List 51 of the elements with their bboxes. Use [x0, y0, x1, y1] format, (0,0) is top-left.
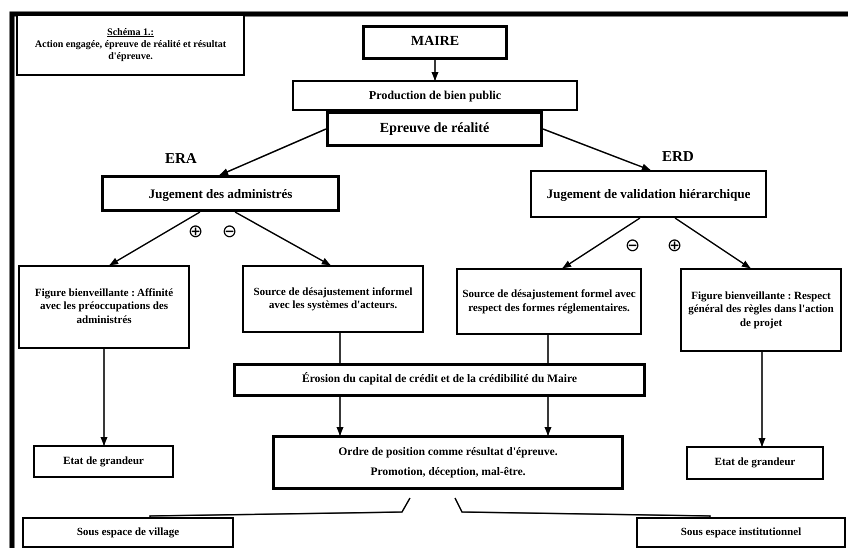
box-text: Etat de grandeur — [714, 456, 796, 470]
arrow — [336, 397, 344, 436]
process-box — [636, 517, 846, 548]
process-box — [272, 435, 624, 490]
box-text: MAIRE — [410, 34, 460, 51]
box-text: Figure bienveillante : Respect général des règles dans l'action de projet — [687, 290, 835, 330]
box-text: Jugement de validation hiérarchique — [546, 186, 750, 202]
box-heading: Schéma 1.: — [107, 27, 154, 39]
process-box — [18, 265, 190, 349]
box-text: Érosion du capital de crédit et de la crédibilité du Maire — [302, 373, 577, 387]
branch-label: ERD — [662, 150, 694, 165]
process-box — [233, 363, 646, 397]
process-box — [101, 175, 340, 212]
arrow — [109, 211, 200, 266]
box-text: Action engagée, épreuve de réalité et résultat d'épreuve. — [34, 39, 228, 63]
box-heading: Ordre de position comme résultat d'épreuve. — [338, 446, 558, 460]
process-box — [22, 517, 234, 548]
arrow — [100, 349, 108, 446]
minus-sign: ⊖ — [222, 222, 237, 240]
process-box — [33, 445, 174, 478]
arrow — [562, 217, 640, 269]
process-box — [326, 111, 543, 147]
plus-sign: ⊕ — [667, 236, 682, 254]
box-text: Source de désajustement formel avec respect des formes réglementaires. — [462, 288, 636, 315]
arrow — [758, 352, 766, 447]
process-box — [680, 268, 842, 352]
process-box — [292, 80, 578, 111]
process-box — [530, 170, 767, 218]
box-text: Production de bien public — [368, 88, 502, 103]
box-text: Promotion, déception, mal-être. — [370, 466, 526, 480]
arrow — [219, 128, 326, 176]
box-text: Figure bienveillante : Affinité avec les préoccupations des administrés — [34, 287, 174, 327]
arrow — [544, 397, 552, 436]
arrow — [542, 128, 651, 171]
process-box — [686, 446, 824, 480]
box-text: Etat de grandeur — [63, 454, 144, 468]
box-text: Jugement des administrés — [148, 186, 292, 202]
box-text: Source de désajustement informel avec les systèmes d'acteurs. — [252, 286, 414, 312]
arrow — [234, 211, 331, 266]
plus-sign: ⊕ — [188, 222, 203, 240]
process-box — [456, 268, 642, 335]
branch-label: ERA — [165, 152, 197, 167]
box-text: Sous espace de village — [76, 526, 180, 540]
box-text: Epreuve de réalité — [380, 120, 490, 138]
process-box — [362, 25, 508, 60]
process-box — [242, 265, 424, 333]
box-text: Sous espace institutionnel — [680, 526, 802, 540]
minus-sign: ⊖ — [625, 236, 640, 254]
process-box — [16, 14, 245, 76]
arrow — [674, 217, 751, 269]
arrow — [431, 60, 439, 81]
